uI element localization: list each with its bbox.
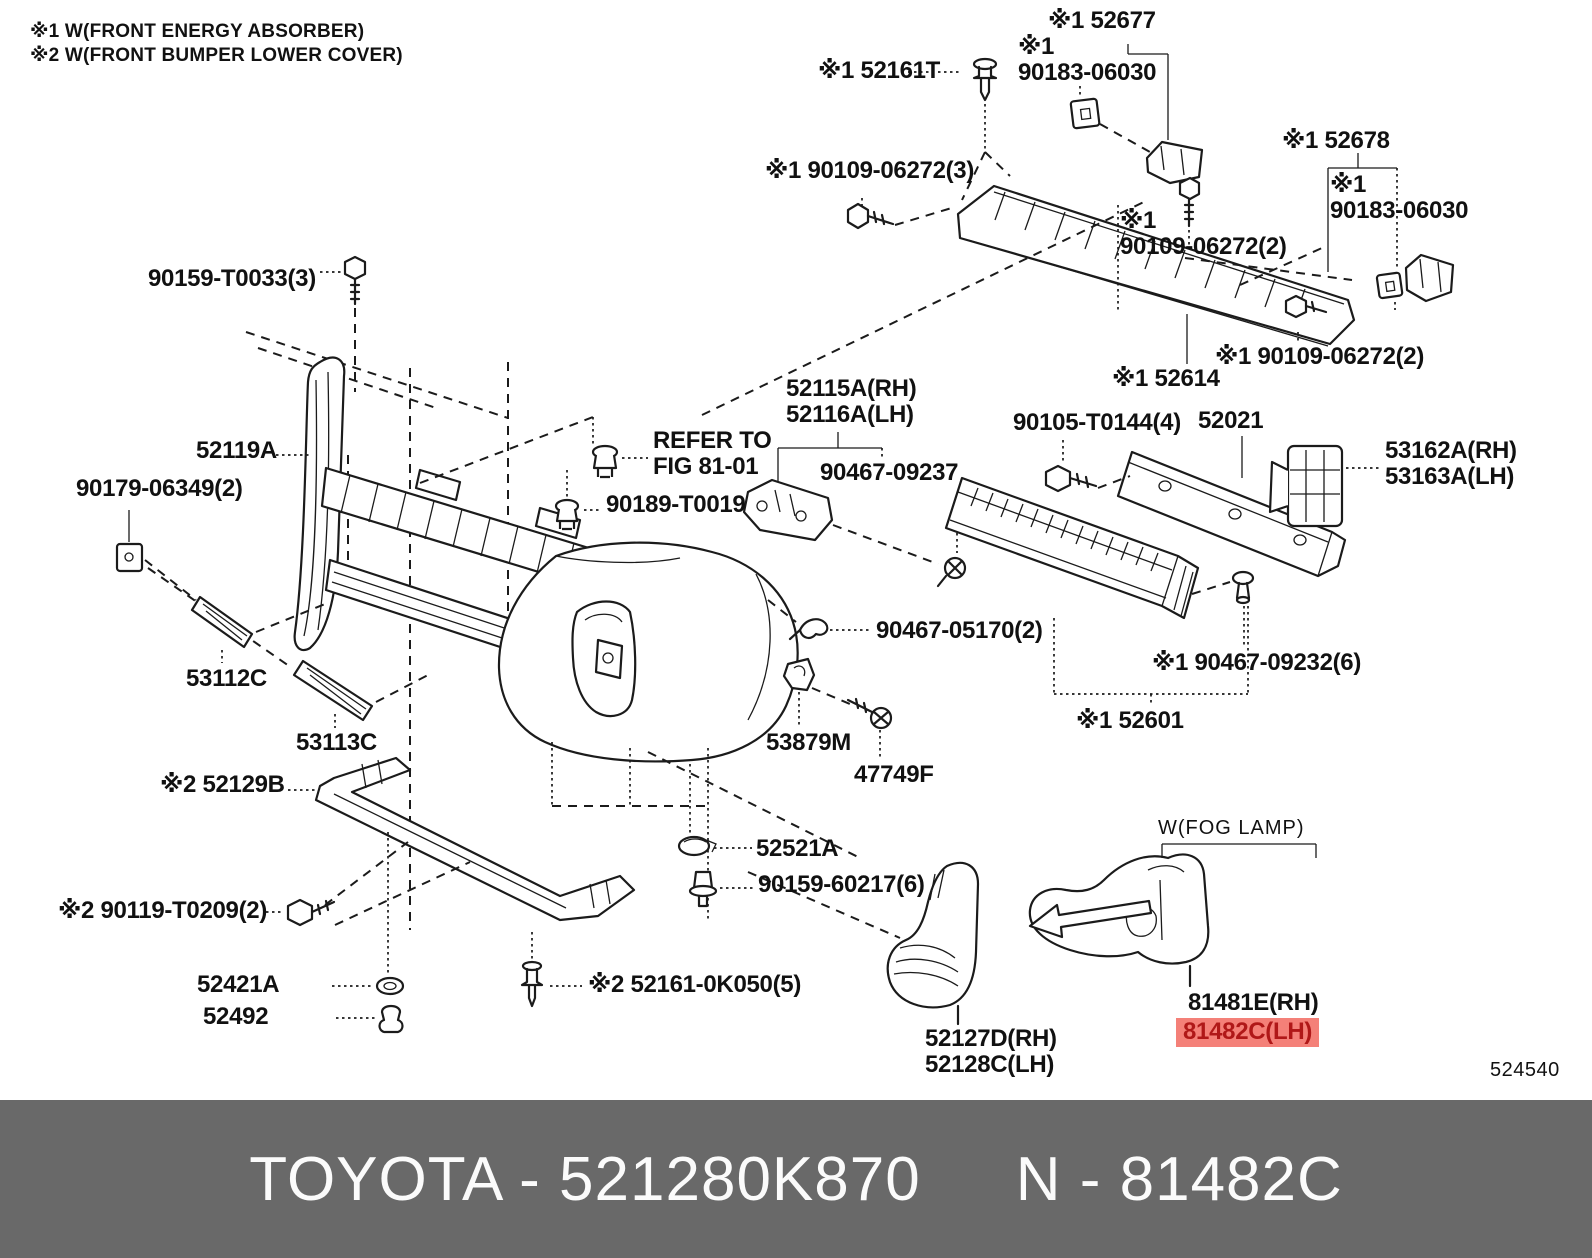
direction-arrow: [1028, 899, 1153, 939]
grommet-52492: [336, 1004, 404, 1034]
fog-lamp-bracket: [1161, 843, 1317, 858]
callout-53112C: 53112C: [186, 665, 267, 692]
bracket-52677: [1145, 140, 1204, 185]
callout-90467-09232: ※1 90467-09232(6): [1152, 649, 1362, 676]
callout-90109-06272-2-right: ※1 90109-06272(2): [1215, 343, 1425, 370]
callout-refer-fig: REFER TO FIG 81-01: [653, 427, 772, 480]
clip-90189: [554, 470, 602, 531]
note-energy-absorber: ※1 W(FRONT ENERGY ABSORBER): [30, 21, 365, 42]
callout-90179-06349: 90179-06349(2): [76, 475, 243, 502]
callout-52677: ※1 52677: [1048, 7, 1156, 34]
energy-absorber-52614: [701, 184, 1356, 416]
screw-90109-mid: [1178, 176, 1201, 250]
washer-52421A: [332, 832, 405, 996]
callout-52421A: 52421A: [197, 971, 280, 998]
callout-90189-T0019: 90189-T0019: [606, 491, 746, 518]
footer-part-number: TOYOTA - 521280K870: [249, 1144, 921, 1214]
bar-52021: [1097, 436, 1347, 578]
callout-90467-05170: 90467-05170(2): [876, 617, 1043, 644]
clip-90467-05170: [767, 599, 872, 641]
molding-53112C: [190, 595, 331, 663]
molding-53113C: [292, 659, 431, 728]
callout-90105-T0144: 90105-T0144(4): [1013, 409, 1181, 436]
clip-refer-to: [419, 416, 648, 484]
bracket-52115A: [742, 432, 967, 588]
reinforcement-52601: [944, 476, 1249, 706]
bolt-90105: [1044, 440, 1098, 493]
callout-47749F: 47749F: [854, 761, 934, 788]
screw-90119: [266, 898, 336, 927]
callout-52119A: 52119A: [196, 437, 277, 464]
side-support-53162A: [1268, 444, 1380, 528]
callout-52127D: 52127D(RH) 52128C(LH): [925, 1025, 1057, 1078]
clip-nut-90183-top: [1069, 86, 1151, 153]
push-clip-52161T: [961, 57, 1011, 201]
callout-90109-06272-2-mid: ※1 90109-06272(2): [1120, 207, 1287, 260]
callout-90159-T0033: 90159-T0033(3): [148, 265, 316, 292]
callout-52115A: 52115A(RH) 52116A(LH): [786, 375, 917, 428]
bolt-90159-60217: [688, 870, 754, 908]
callout-90467-09237: 90467-09237: [820, 459, 959, 486]
leader-52677: [1127, 44, 1169, 140]
clip-52521A: [677, 835, 752, 857]
callout-53162A: 53162A(RH) 53163A(LH): [1385, 437, 1517, 490]
bumper-cover: [497, 541, 901, 939]
clip-53879M: [782, 657, 851, 726]
footer-part-ref: N - 81482C: [1015, 1144, 1343, 1214]
callout-81482C-highlighted: 81482C(LH): [1176, 1018, 1320, 1047]
callout-90183-top: ※1 90183-06030: [1018, 33, 1157, 86]
callout-52521A: 52521A: [756, 835, 839, 862]
bracket-frame-52678: [1184, 153, 1455, 344]
callout-53113C: 53113C: [296, 729, 377, 756]
callout-52161T: ※1 52161T: [818, 57, 941, 84]
callout-52492: 52492: [203, 1003, 269, 1030]
callout-52601: ※1 52601: [1076, 707, 1184, 734]
footer-banner: TOYOTA - 521280K870 N - 81482C: [0, 1100, 1592, 1258]
callout-52678: ※1 52678: [1282, 127, 1390, 154]
callout-52129B: ※2 52129B: [160, 771, 285, 798]
callout-52021: 52021: [1198, 407, 1264, 434]
callout-90119-T0209: ※2 90119-T0209(2): [58, 897, 268, 924]
mud-guard-left-52127D: [886, 861, 980, 1026]
clip-52161-0K050: [520, 932, 582, 1008]
callout-52161-0K050: ※2 52161-0K050(5): [588, 971, 802, 998]
screw-90159-T0033: [245, 255, 509, 419]
screw-90109-top-left: [846, 198, 895, 230]
clip-90467-09232: [1191, 570, 1255, 648]
diagram-code: 524540: [1490, 1059, 1560, 1081]
callout-w-fog-lamp: W(FOG LAMP): [1158, 817, 1305, 839]
screw-47749F: [846, 697, 893, 758]
note-bumper-lower-cover: ※2 W(FRONT BUMPER LOWER COVER): [30, 45, 403, 66]
callout-90183-right: ※1 90183-06030: [1330, 171, 1469, 224]
callout-53879M: 53879M: [766, 729, 851, 756]
callout-90109-06272-3: ※1 90109-06272(3): [765, 157, 975, 184]
callout-81481E: 81481E(RH): [1188, 989, 1319, 1016]
clip-90179: [115, 510, 293, 669]
callout-52614: ※1 52614: [1112, 365, 1220, 392]
lower-cover-52129B: [288, 756, 636, 926]
callout-90159-60217: 90159-60217(6): [758, 871, 925, 898]
